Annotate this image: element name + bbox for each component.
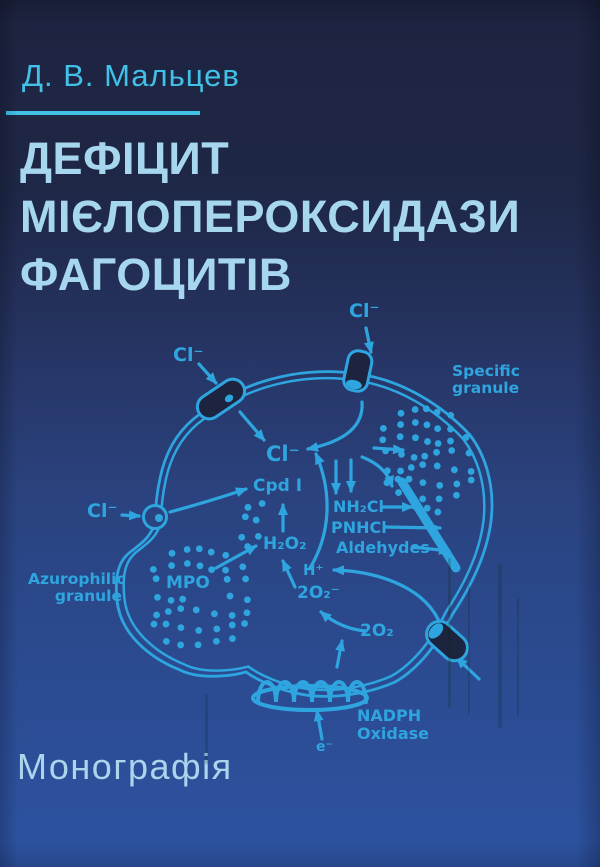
label-oxygen: 2O₂ — [360, 621, 394, 641]
label-cl-center: Cl⁻ — [266, 442, 300, 466]
label-specific-granule-line2: granule — [452, 379, 520, 398]
cell-membrane — [114, 370, 494, 698]
label-electron: e⁻ — [316, 739, 333, 755]
label-h-plus: H⁺ — [303, 561, 324, 579]
label-azurophilic-granule: Azurophilic granule — [28, 570, 126, 606]
label-superoxide: 2O₂⁻ — [297, 583, 340, 603]
book-title-line3: ФАГОЦИТІВ — [20, 249, 292, 300]
granule-rod — [397, 477, 461, 573]
book-title: ДЕФІЦИТ МІЄЛОПЕРОКСИДАЗИ ФАГОЦИТІВ — [20, 130, 520, 304]
reaction-arrows — [120, 326, 481, 741]
scan-streak — [468, 586, 470, 714]
label-aldehydes: Aldehydes — [336, 538, 430, 557]
label-nadph-line1: NADPH — [357, 706, 422, 725]
scan-streak — [498, 564, 502, 728]
azurophilic-granule-dots — [149, 545, 251, 649]
proton-channel-bottom-right — [425, 619, 469, 663]
label-nadph-line2: Oxidase — [357, 723, 430, 743]
label-cpd-i: Cpd I — [253, 476, 303, 496]
book-title-line2: МІЄЛОПЕРОКСИДАЗИ — [20, 191, 521, 242]
label-cl-lower-left: Cl⁻ — [87, 500, 118, 522]
label-nh2cl: NH₂Cl — [333, 497, 385, 516]
specific-granule-dots — [379, 405, 475, 516]
chloride-channel-upper-left — [195, 377, 247, 421]
chloride-channel-top — [342, 349, 374, 393]
label-azurophilic-granule-line1: Azurophilic — [28, 570, 126, 588]
label-specific-granule-line1: Specific — [452, 362, 520, 380]
label-pnhcl: PNHCl — [331, 518, 387, 537]
scan-streak — [448, 558, 451, 708]
subtitle-monograph: Монографія — [17, 746, 233, 787]
nadph-oxidase-coil — [251, 680, 369, 712]
chloride-channel-lower-left — [142, 504, 168, 530]
label-h2o2: H₂O₂ — [263, 534, 307, 554]
label-azurophilic-granule-line2: granule — [54, 587, 122, 606]
label-cl-top: Cl⁻ — [349, 300, 380, 322]
label-nadph-oxidase: NADPH Oxidase — [357, 707, 429, 743]
granule-dot-trail — [238, 500, 266, 550]
scan-streak — [517, 598, 519, 716]
author-underline-rule — [6, 111, 200, 115]
label-cl-upper-left: Cl⁻ — [173, 344, 204, 366]
label-mpo: MPO — [166, 573, 210, 593]
author-name: Д. В. Мальцев — [22, 58, 240, 93]
label-specific-granule: Specific granule — [452, 362, 520, 398]
scan-streak — [205, 694, 208, 764]
book-title-line1: ДЕФІЦИТ — [20, 133, 230, 184]
